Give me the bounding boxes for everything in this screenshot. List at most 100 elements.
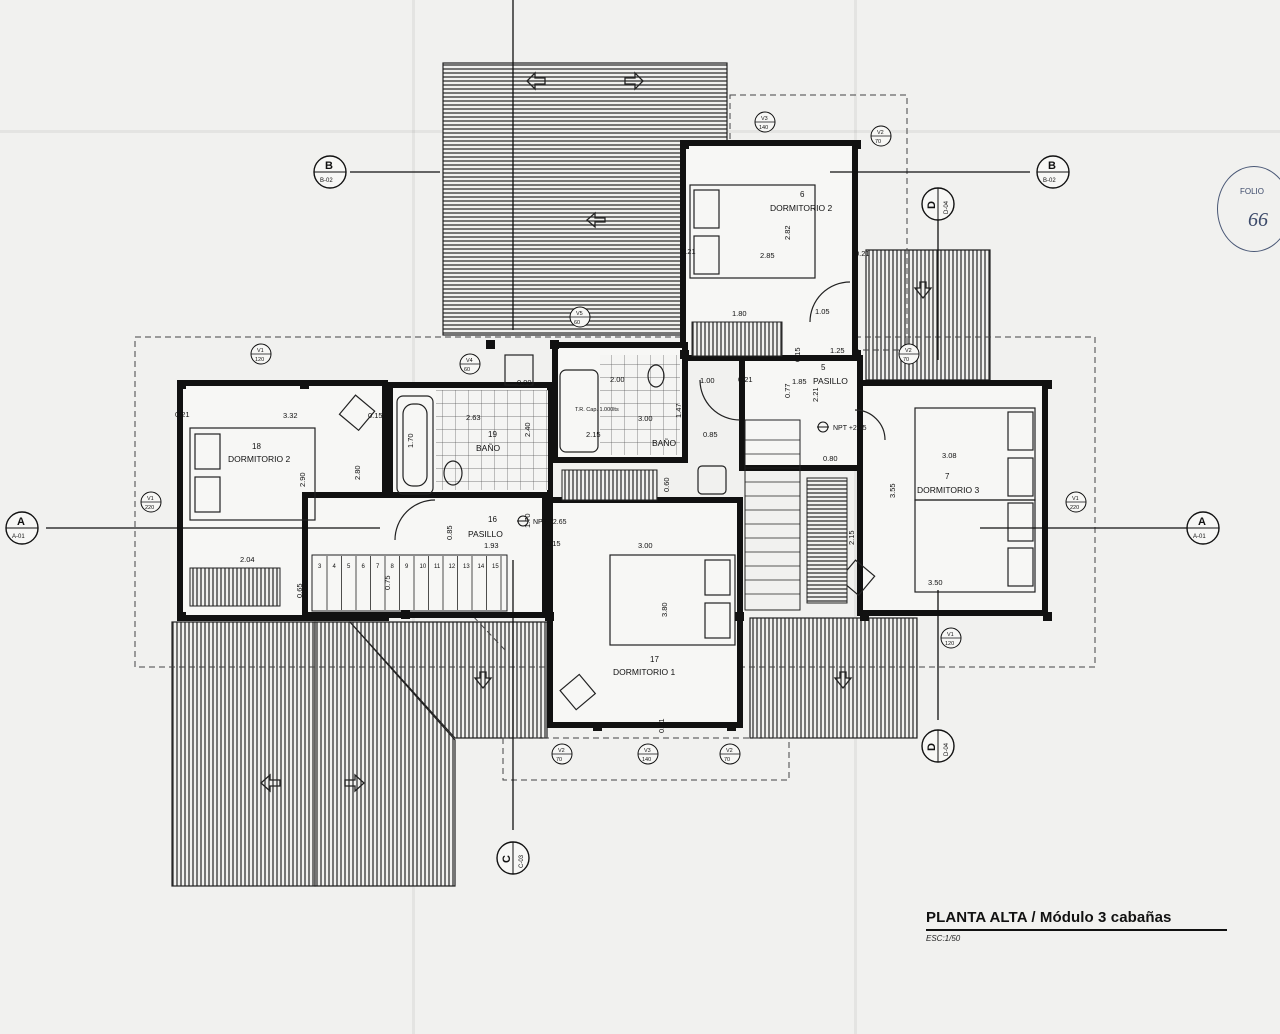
dimension-d085b: 0.85 [703,430,718,439]
window-tag-bottom: 70 [903,357,909,363]
stair-step-number: 6 [362,564,366,570]
stair-step-number: 3 [318,564,322,570]
dimension-d215b: 2.15 [847,530,856,545]
dimension-d285: 2.85 [760,251,775,260]
dimension-d185: 1.85 [792,377,807,386]
window-tag-top: V2 [726,748,733,754]
section-letter: A [1198,516,1206,528]
dimension-d015b: 0.15 [546,539,561,548]
window-tag-top: V1 [257,348,264,354]
tile-floor-2 [600,355,680,455]
title-underline [926,929,1227,931]
dimension-d332: 3.32 [283,411,298,420]
room-number-r19: 19 [488,430,497,439]
section-ref: B-02 [320,178,333,184]
wall-column [680,140,689,149]
stair-step-number: 10 [420,564,427,570]
room-name-r7: DORMITORIO 3 [917,485,979,495]
wall-column [177,612,186,621]
dimension-d200: 2.00 [610,375,625,384]
window-tag-bottom: 220 [1070,505,1079,511]
dimension-d204: 2.04 [240,555,255,564]
dimension-d290: 2.90 [298,472,307,487]
section-letter: A [17,516,25,528]
window-tag-w8: V2 70 [870,125,892,147]
dimension-d355: 3.55 [888,483,897,498]
window-tag-bottom: 70 [556,757,562,763]
room-name-r19: BAÑO [476,443,500,453]
room-name-bano2: BAÑO [652,438,676,448]
dimension-d147: 1.47 [674,403,683,418]
window-tag-top: V4 [466,358,473,364]
stair-step-number: 4 [333,564,337,570]
paper-fold-vertical [854,0,857,1034]
folio-stamp: FOLIO 66 [1217,166,1280,252]
section-marker-a-right: AA-01 [1186,511,1220,545]
dimension-d170a: 1.70 [406,433,415,448]
stair-step-number: 5 [347,564,351,570]
section-ref: D-04 [944,200,950,214]
wall-column [860,612,869,621]
drawing-scale: ESC:1/50 [926,934,961,943]
room-number-r17: 17 [650,655,659,664]
level-marker-npt1: NPT +2.65 [517,515,567,527]
section-ref: C-03 [519,854,525,868]
dimension-d193: 1.93 [484,541,499,550]
stair-step-number: 7 [376,564,380,570]
section-marker-c-bottom: C C-03 [496,841,530,875]
section-marker-b-right: BB-02 [1036,155,1070,189]
level-marker-npt2: NPT +2.65 [817,421,867,433]
dimension-d380: 3.80 [660,602,669,617]
roof-right-small [865,249,991,381]
room-17-shape [547,497,743,728]
folio-number: 66 [1248,209,1268,231]
section-letter: B [325,160,333,172]
section-letter: C [501,855,513,863]
wall-column [852,350,861,359]
window-tag-bottom: 60 [464,367,470,373]
dimension-d308: 3.08 [942,451,957,460]
dimension-d021d: 0.21 [855,249,870,258]
dimension-d080: 0.80 [823,454,838,463]
stair-step-number: 11 [434,564,441,570]
room-name-r18: DORMITORIO 2 [228,454,290,464]
window-tag-top: V1 [147,496,154,502]
window-tag-top: V3 [644,748,651,754]
window-tag-w4: V2 70 [551,743,573,765]
section-marker-b-left: B B-02 [313,155,347,189]
section-ref: A-01 [12,534,25,540]
window-tag-bottom: 70 [875,139,881,145]
wall-column [727,722,736,731]
roof-bottom-left-slope [314,621,456,887]
window-tag-bottom: 220 [145,505,154,511]
section-lines [46,0,1192,830]
dimension-d021a: 0.21 [175,410,190,419]
dimension-d282: 2.82 [783,225,792,240]
dimension-d065: 0.65 [295,583,304,598]
window-tag-w11: V4 60 [459,353,481,375]
room-number-r6: 6 [800,190,805,199]
window-tag-top: V2 [877,130,884,136]
section-ref: D-04 [944,742,950,756]
fixtures [189,184,1036,711]
dimension-d090a: 0.90 [517,378,532,387]
room-7-shape [857,380,1048,616]
rooms [177,140,1048,728]
window-tag-top: V2 [905,348,912,354]
room-name-r16: PASILLO [468,529,503,539]
window-tag-top: V2 [558,748,565,754]
room-number-r16: 16 [488,515,497,524]
wall-columns [177,140,1052,731]
wall-column [300,380,309,389]
title-block: PLANTA ALTA / Módulo 3 cabañas ESC:1/50 [926,909,1227,943]
window-tag-group: V1220V1220V1120V270V3140V270V3140V270V11… [140,111,1087,765]
tile-floor-1 [436,390,548,490]
section-ref: B-02 [1043,178,1056,184]
